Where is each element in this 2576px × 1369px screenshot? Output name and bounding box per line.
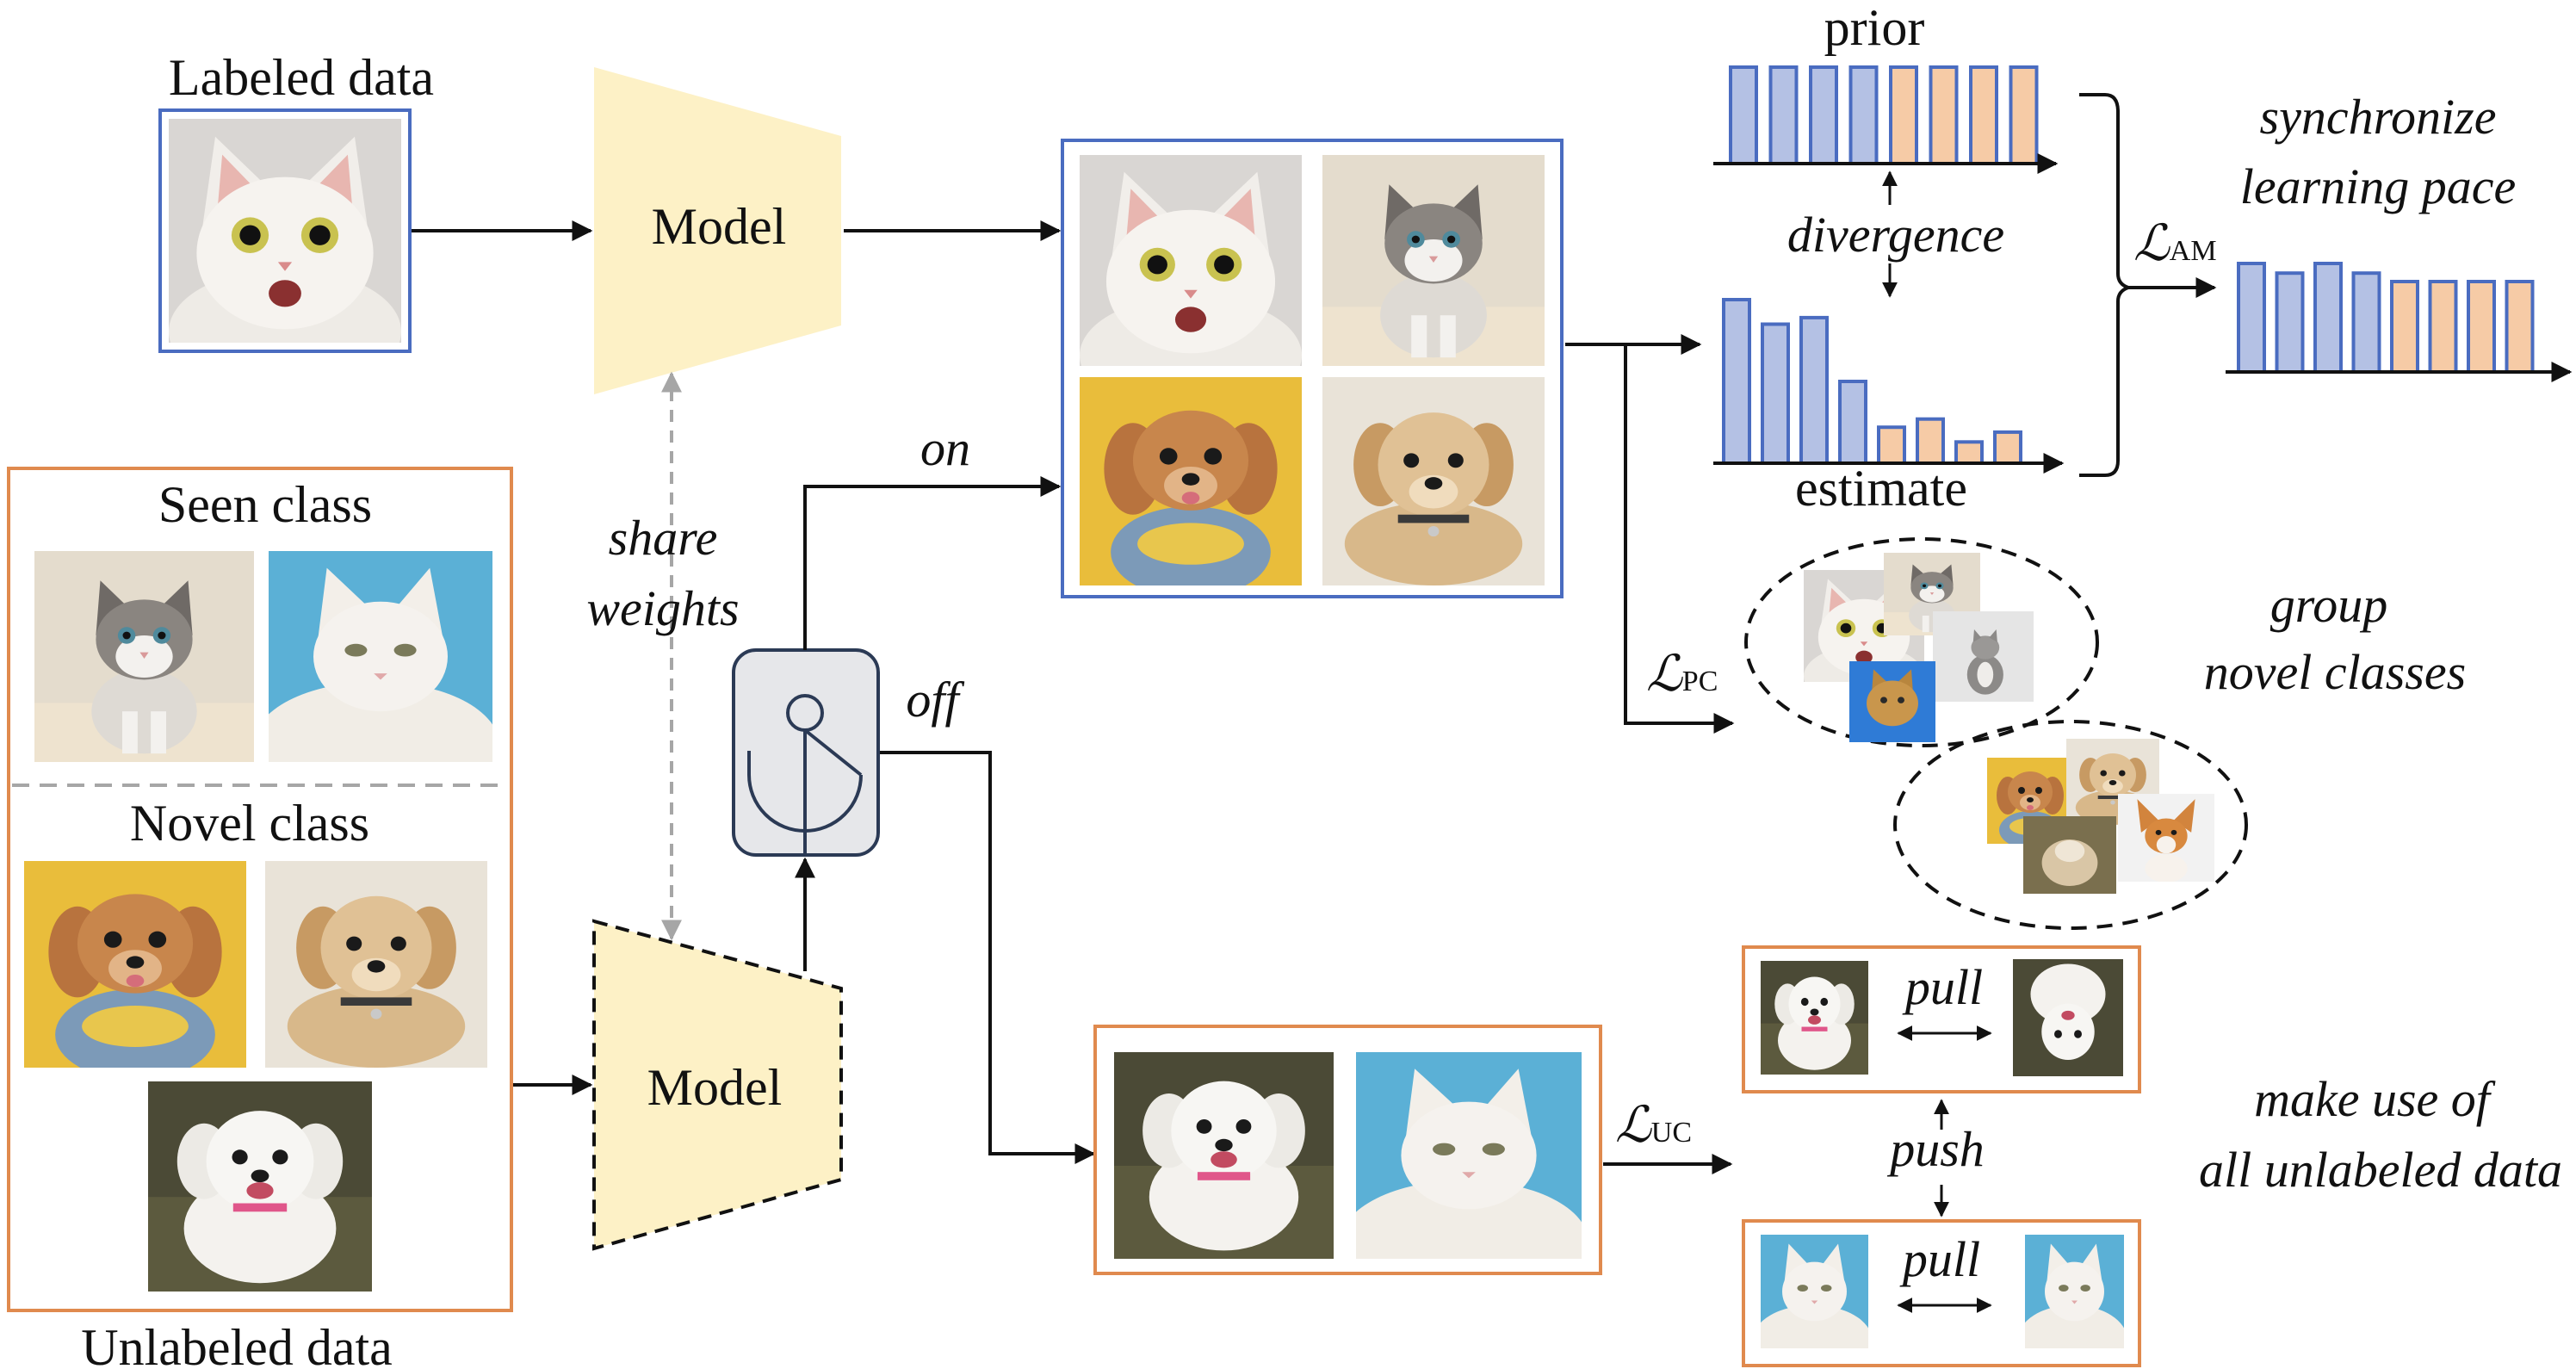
cat-cluster [1744,537,2099,747]
unlabeled-data-label: Unlabeled data [81,1319,393,1369]
arrow-batch-to-group [1624,344,1735,734]
cluster-chihuahua [2118,794,2214,882]
arrow-switch-on [803,476,1062,650]
estimate-bar-8 [1993,430,2022,465]
unlabeled-data-frame [7,467,513,1312]
estimate-bars [1722,298,2022,466]
cluster-gray-cat [1933,611,2034,702]
novel-maltese-image [148,1081,372,1292]
prior-bar-8 [2009,65,2039,165]
make-use-label-1: make use of [2254,1071,2496,1127]
model-bottom-label: Model [647,1059,783,1116]
synchronized-bar-8 [2505,280,2535,374]
prior-bar-4 [1848,65,1879,165]
pull-bottom-original [1761,1235,1868,1348]
cluster-ginger-cat [1849,661,1935,742]
pull-pair-bottom-frame [1742,1219,2141,1367]
batch-frame [1061,139,1564,598]
synchronized-bar-2 [2275,271,2305,375]
push-label: push [1886,1121,1985,1177]
seen-kitten-image [34,551,254,762]
estimate-bar-4 [1838,380,1867,465]
novel-class-label: Novel class [130,795,369,852]
make-use-label-2: all unlabeled data [2199,1142,2562,1198]
dog-cluster [1893,720,2248,930]
cluster-grass-dog [2023,816,2116,894]
group-label-1: group [2270,577,2387,633]
prior-bar-3 [1809,65,1838,165]
pull-bottom-label: pull [1899,1231,1980,1287]
bracket [2079,93,2134,477]
pull-pair-top-frame [1742,945,2141,1093]
estimate-bar-2 [1761,322,1790,465]
labeled-data-frame [158,108,412,353]
share-weights-label-2: weights [586,580,739,636]
pull-top-original [1761,961,1868,1075]
seen-class-label: Seen class [158,476,372,533]
prior-bar-7 [1969,65,1998,165]
labeled-data-label: Labeled data [169,49,434,106]
divergence-label: divergence [1787,207,2004,263]
synchronized-bar-6 [2428,280,2458,374]
arrow-switch-off [880,751,1096,1164]
estimate-bar-5 [1877,425,1906,466]
prior-bar-2 [1768,65,1799,165]
loss-pc-label: ℒPC [1646,646,1718,702]
switch-icon [732,648,880,857]
switch-off-label: off [906,672,964,728]
model-bottom-shape [592,919,843,1251]
pull-bottom-augmented [2025,1235,2124,1348]
uc-maltese-image [1114,1052,1334,1259]
estimate-bar-6 [1916,417,1945,466]
uc-batch-frame [1093,1025,1602,1275]
prior-bars [1729,65,2039,165]
model-top-shape [594,67,841,394]
pull-top-label: pull [1902,959,1983,1015]
synchronized-bar-4 [2351,271,2381,375]
seen-white-cat-image [269,551,492,762]
prior-bar-6 [1929,65,1959,165]
prior-label: prior [1824,0,1925,56]
batch-poodle-image [1080,377,1302,585]
prior-bar-1 [1729,65,1758,165]
synchronized-bar-1 [2237,262,2266,374]
switch-on-label: on [920,420,970,476]
group-label-2: novel classes [2204,644,2466,700]
share-weights-label-1: share [609,510,718,566]
synchronized-bar-5 [2390,280,2419,374]
synchronize-label-1: synchronize [2260,89,2497,145]
novel-poodle-image [24,861,246,1068]
batch-cat-image [1080,155,1302,366]
prior-bar-5 [1889,65,1918,165]
novel-puppy-image [265,861,487,1068]
estimate-bar-1 [1722,298,1751,465]
synchronized-bar-7 [2467,280,2496,374]
model-top-label: Model [652,198,787,255]
loss-am-label: ℒAM [2133,215,2217,271]
batch-puppy-image [1322,377,1545,585]
synchronized-bar-3 [2313,262,2343,374]
synchronized-bars [2237,262,2535,375]
estimate-bar-3 [1799,315,1829,465]
uc-white-cat-image [1356,1052,1582,1259]
batch-kitten-image [1322,155,1545,366]
estimate-label: estimate [1795,460,1967,517]
pull-top-augmented [2013,959,2123,1076]
synchronize-label-2: learning pace [2240,158,2517,214]
loss-uc-label: ℒUC [1615,1097,1692,1153]
